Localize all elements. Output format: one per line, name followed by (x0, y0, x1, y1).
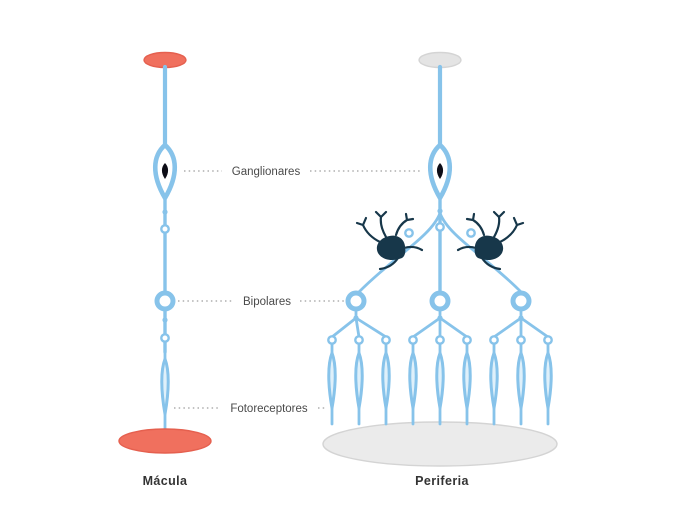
photoreceptor (462, 342, 472, 426)
synapse-node (408, 335, 418, 345)
amacrine-cell-left (355, 210, 424, 271)
annotation-ganglionares: Ganglionares (184, 166, 420, 178)
synapse-node (489, 335, 499, 345)
synapse-node (160, 333, 170, 343)
photoreceptor (489, 342, 499, 426)
synapse-node (327, 335, 337, 345)
synapse-node (353, 315, 359, 321)
periferia-ganglion-cell (430, 145, 450, 198)
periferia-branch-left (356, 211, 442, 295)
photoreceptor (543, 342, 553, 426)
macula-bipolar-cell (157, 293, 173, 309)
photoreceptor (327, 342, 337, 426)
synapse-node (162, 317, 168, 323)
synapse-node (462, 335, 472, 345)
macula-photoreceptor (160, 348, 170, 432)
macula-neuron-chain (118, 51, 212, 454)
periferia-neuron-network (322, 51, 558, 467)
synapse-node (354, 335, 364, 345)
photoreceptor (435, 342, 445, 426)
photoreceptor (381, 342, 391, 426)
periferia-base-disc (322, 421, 558, 467)
synapse-node (381, 335, 391, 345)
periferia-branch-right (438, 211, 524, 295)
photoreceptor-fan-center (408, 307, 472, 426)
annotation-fotoreceptores: Fotoreceptores (174, 403, 327, 415)
macula-base-disc (118, 428, 212, 454)
amacrine-cell-right (456, 210, 525, 271)
label-fotoreceptores: Fotoreceptores (230, 403, 308, 415)
label-ganglionares: Ganglionares (232, 166, 301, 178)
annotation-bipolares: Bipolares (178, 296, 344, 308)
synapse-node (437, 315, 443, 321)
periferia-bipolar-cell (513, 293, 529, 309)
synapse-node (162, 209, 168, 215)
synapse-node (543, 335, 553, 345)
periferia-bipolar-cell (348, 293, 364, 309)
synapse-node (404, 228, 414, 238)
photoreceptor (516, 342, 526, 426)
synapse-node (437, 208, 443, 214)
synapse-node (518, 315, 524, 321)
label-periferia: Periferia (415, 474, 469, 488)
photoreceptor-fan-right (489, 307, 553, 426)
periferia-bipolar-cell (432, 293, 448, 309)
macula-ganglion-cell (155, 145, 175, 198)
photoreceptor (354, 342, 364, 426)
synapse-node (435, 222, 445, 232)
label-bipolares: Bipolares (243, 296, 291, 308)
label-macula: Mácula (143, 474, 188, 488)
photoreceptor-fan-left (327, 307, 391, 426)
photoreceptor (408, 342, 418, 426)
synapse-node (466, 228, 476, 238)
synapse-node (160, 224, 170, 234)
synapse-node (516, 335, 526, 345)
synapse-node (435, 335, 445, 345)
